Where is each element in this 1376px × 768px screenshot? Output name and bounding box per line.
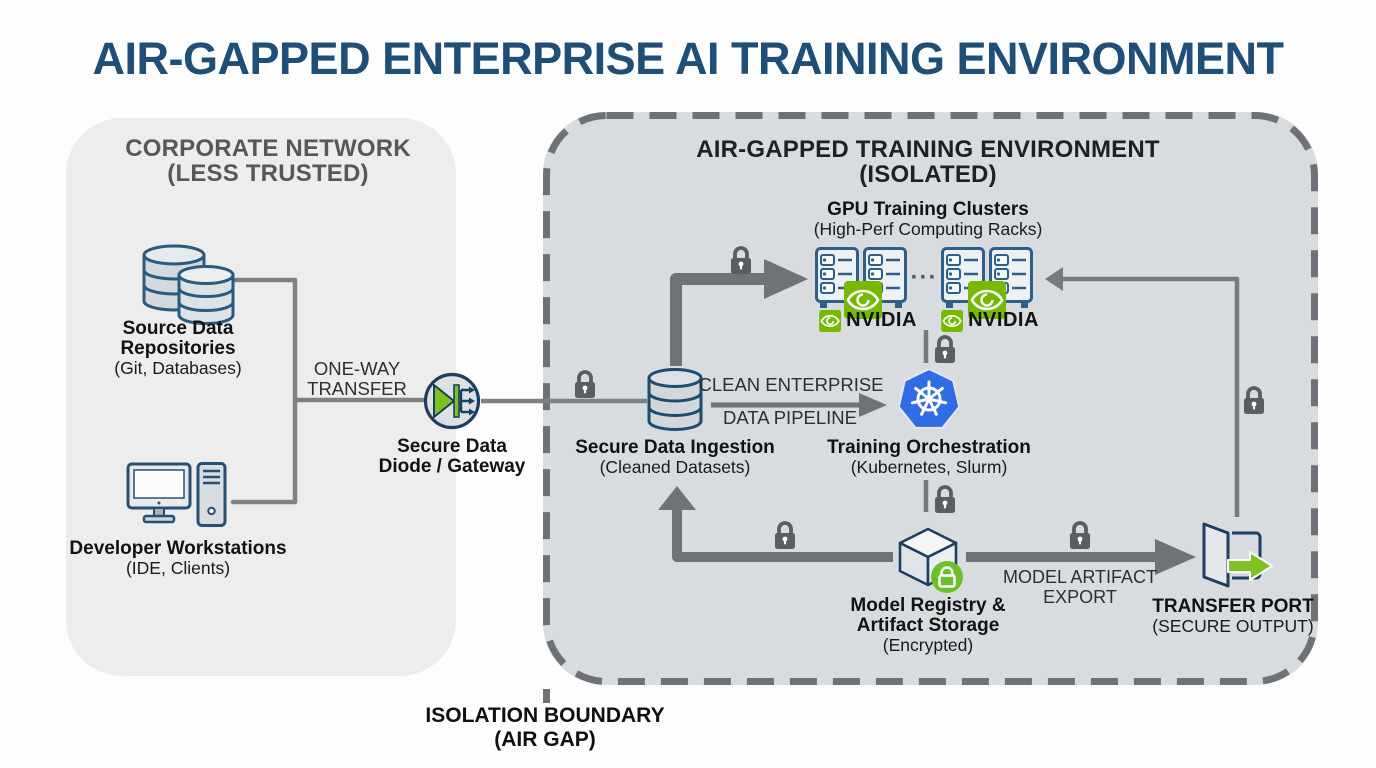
registry-label-line2: Artifact Storage (856, 615, 1000, 636)
ingestion-to-gpu-arrow-line (670, 273, 764, 366)
nvidia-eye-icon (844, 281, 882, 319)
green-lock-badge-icon (931, 561, 963, 593)
database-stack-icon (142, 244, 235, 325)
nvidia-wordmark: NVIDIA (941, 309, 1039, 332)
orchestration-label: Training Orchestration (827, 437, 1031, 458)
gpu-clusters-sublabel: (High-Perf Computing Racks) (813, 219, 1043, 239)
workstation-icon (126, 462, 227, 527)
nvidia-eye-icon (968, 281, 1006, 319)
source-repos-label-line1: Source Data (122, 318, 234, 339)
pipeline-label-line2: DATA PIPELINE (723, 407, 857, 428)
export-label-line1: MODEL ARTIFACT (1002, 567, 1158, 587)
lock-icon (1244, 386, 1264, 414)
registry-label-line1: Model Registry & (850, 595, 1006, 616)
rack-ellipsis: ··· (910, 264, 938, 291)
registry-to-ingestion-arrow-line (672, 508, 893, 562)
nvidia-eye-icon (819, 309, 842, 332)
exit-door-icon (1202, 522, 1273, 588)
lock-icon (775, 521, 795, 549)
registry-to-ingestion-arrowhead (658, 486, 696, 510)
port-to-gpu-arrowhead (1045, 267, 1063, 291)
gpu-clusters-label: GPU Training Clusters (827, 199, 1029, 220)
export-label-line2: EXPORT (1043, 587, 1117, 607)
corporate-network-panel (66, 118, 456, 676)
workstations-label: Developer Workstations (69, 538, 287, 559)
airgapped-subheading: (ISOLATED) (859, 161, 997, 188)
lock-icon (1070, 521, 1090, 549)
transfer-port-label: TRANSFER PORT (1152, 596, 1314, 617)
lock-icon (935, 485, 955, 513)
ingestion-sublabel: (Cleaned Datasets) (599, 457, 751, 477)
one-way-label-line2: TRANSFER (307, 378, 407, 399)
gateway-label-line1: Secure Data (397, 436, 507, 457)
nvidia-wordmark: NVIDIA (819, 309, 917, 332)
registry-sublabel: (Encrypted) (882, 635, 974, 655)
source-repos-label-line2: Repositories (120, 338, 236, 359)
source-repos-sublabel: (Git, Databases) (114, 358, 242, 378)
pipeline-arrowhead (859, 393, 887, 417)
isolation-boundary-label-line2: (AIR GAP) (494, 728, 596, 751)
isolation-boundary-label-line1: ISOLATION BOUNDARY (425, 704, 665, 727)
ingestion-label: Secure Data Ingestion (575, 437, 775, 458)
orchestration-sublabel: (Kubernetes, Slurm) (850, 457, 1008, 477)
nvidia-brand-text: NVIDIA (846, 309, 917, 331)
nvidia-eye-icon (941, 309, 964, 332)
lock-icon (575, 370, 595, 398)
corporate-connector-lines (217, 277, 427, 505)
transfer-port-sublabel: (SECURE OUTPUT) (1152, 616, 1314, 636)
workstations-sublabel: (IDE, Clients) (125, 558, 231, 578)
pipeline-label-line1: CLEAN ENTERPRISE (698, 374, 884, 395)
page-title: AIR-GAPPED ENTERPRISE AI TRAINING ENVIRO… (92, 33, 1284, 84)
database-icon (647, 368, 703, 431)
lock-icon (935, 335, 955, 363)
kubernetes-icon (897, 369, 961, 429)
airgapped-heading: AIR-GAPPED TRAINING ENVIRONMENT (696, 136, 1160, 163)
one-way-label-line1: ONE-WAY (313, 358, 401, 379)
nvidia-brand-text: NVIDIA (968, 309, 1039, 331)
gateway-label-line2: Diode / Gateway (378, 456, 526, 477)
corporate-subheading: (LESS TRUSTED) (167, 160, 369, 187)
lock-icon (731, 246, 751, 274)
data-diode-icon (423, 372, 481, 430)
isolation-boundary-dashed-border (543, 112, 1318, 685)
ingestion-to-gpu-arrowhead (764, 259, 808, 299)
port-to-gpu-loop-line (1063, 276, 1240, 517)
export-arrowhead (1155, 539, 1196, 575)
corporate-heading: CORPORATE NETWORK (125, 135, 411, 162)
